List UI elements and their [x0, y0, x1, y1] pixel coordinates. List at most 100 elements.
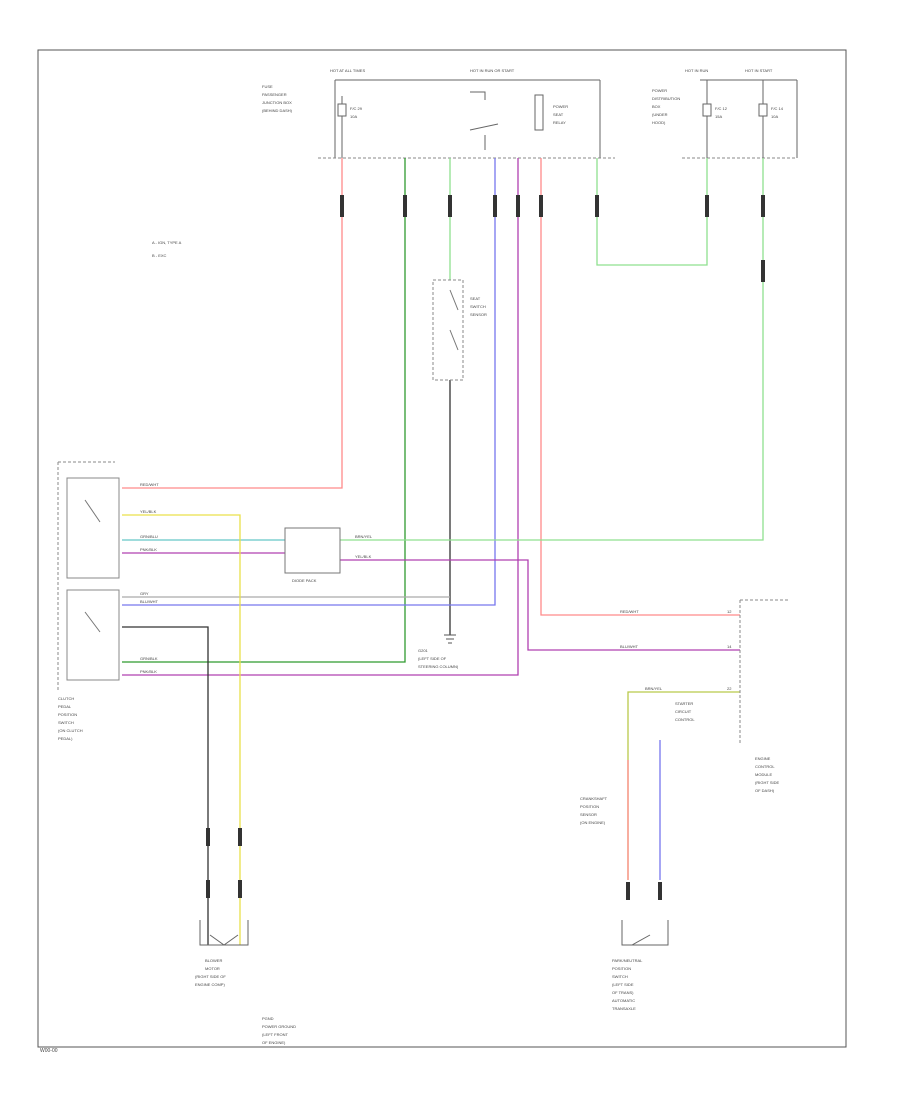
pdb-name-1: POWER [652, 88, 667, 93]
seat-switch: SEAT SWITCH SENSOR [432, 279, 487, 381]
wire-group [122, 158, 764, 945]
relay-label-1: POWER [553, 104, 568, 109]
blower-motor-body [199, 920, 249, 946]
clutch-label-5: (ON CLUTCH [58, 728, 83, 733]
connector [206, 828, 210, 846]
ecm-pin-2: 14 [727, 644, 732, 649]
clutch-label-2: PEDAL [58, 704, 72, 709]
ground-left: PGND POWER GROUND (LEFT FRONT OF ENGINE) [262, 1016, 296, 1045]
pdb-fuse-b [758, 80, 768, 158]
ground-center: G201 (LEFT SIDE OF STEERING COLUMN) [418, 634, 459, 669]
pdb-fuse-b-id: F/C 14 [771, 106, 784, 111]
wire-label: GRN/BLU [140, 534, 158, 539]
seat-switch-contacts [449, 289, 459, 351]
pdb-name-5: HOOD) [652, 120, 666, 125]
ground-left-label-4: OF ENGINE) [262, 1040, 286, 1045]
wire-labels: RED/WHT YEL/BLK GRN/BLU PNK/BLK GRY BLU/… [140, 482, 663, 691]
sensor-label-3: SENSOR [580, 812, 597, 817]
connector [761, 260, 765, 282]
pdb-name-4: (UNDER [652, 112, 668, 117]
diode-pack-body [284, 527, 341, 574]
pdb-name-2: DISTRIBUTION [652, 96, 680, 101]
diode-pack: DIODE PACK [284, 527, 341, 583]
ecm-internal-1: STARTER [675, 701, 693, 706]
wire-label: PNK/BLK [140, 547, 157, 552]
seat-switch-label-1: SEAT [470, 296, 481, 301]
diagram-frame [37, 49, 847, 1048]
relay-label-3: RELAY [553, 120, 566, 125]
pdb-fuse-b-amp: 10A [771, 114, 778, 119]
wire-label: RED/WHT [140, 482, 159, 487]
sensor-label-1: CRANKSHAFT [580, 796, 608, 801]
connector [238, 880, 242, 898]
blower-label-4: ENGINE COMP) [195, 982, 225, 987]
connector [658, 882, 662, 900]
ground-center-label-3: STEERING COLUMN) [418, 664, 459, 669]
wire-green-right [340, 158, 764, 541]
fuse-center-bus-label: HOT IN RUN OR START [470, 68, 515, 73]
neutral-label-6: AUTOMATIC [612, 998, 635, 1003]
clutch-label-6: PEDAL) [58, 736, 73, 741]
ground-left-label-2: POWER GROUND [262, 1024, 296, 1029]
legend: A - IGN, TYPE A B - EXC [152, 240, 182, 258]
wire-label: PNK/BLK [140, 669, 157, 674]
neutral-label-5: OF TRANS) [612, 990, 634, 995]
fuse-box-name-1: FUSE [262, 84, 273, 89]
ecm-label-5: OF DASH) [755, 788, 775, 793]
wire-label: BLU/WHT [140, 599, 159, 604]
fuse-box-name-4: (BEHIND DASH) [262, 108, 293, 113]
ground-symbol [444, 634, 456, 644]
neutral-label-1: PARK/NEUTRAL [612, 958, 643, 963]
ecm-label-3: MODULE [755, 772, 772, 777]
power-distribution-box: HOT IN RUN HOT IN START POWER DISTRIBUTI… [652, 68, 798, 159]
engine-control-module: 12 14 22 ENGINE CONTROL MODULE (RIGHT SI… [675, 599, 790, 793]
wire-magenta [122, 158, 519, 676]
connectors [206, 195, 765, 900]
wire-red-2 [540, 158, 740, 616]
ecm-label-4: (RIGHT SIDE [755, 780, 779, 785]
neutral-switch-contact [631, 934, 651, 946]
seat-switch-label-3: SENSOR [470, 312, 487, 317]
fuse-box-name-3: JUNCTION BOX [262, 100, 292, 105]
connector [539, 195, 543, 217]
ecm-pin-3: 22 [727, 686, 732, 691]
fuse-relay-box: HOT AT ALL TIMES HOT IN RUN OR START FUS… [262, 68, 615, 159]
seat-switch-label-2: SWITCH [470, 304, 486, 309]
ground-left-label-3: (LEFT FRONT [262, 1032, 288, 1037]
ecm-label-1: ENGINE [755, 756, 771, 761]
legend-line-2: B - EXC [152, 253, 167, 258]
connector [516, 195, 520, 217]
connector [626, 882, 630, 900]
relay-switch [469, 91, 499, 150]
ecm-internal-3: CONTROL [675, 717, 695, 722]
ground-left-label-1: PGND [262, 1016, 274, 1021]
clutch-switch-contacts [84, 499, 101, 633]
ground-center-label-2: (LEFT SIDE OF [418, 656, 447, 661]
pdb-fuse-a-id: F/C 12 [715, 106, 728, 111]
fuse-symbol-left [337, 96, 347, 158]
sensor-label-4: (ON ENGINE) [580, 820, 606, 825]
clutch-switch-lower [66, 589, 120, 681]
fuse-left-bus-label: HOT AT ALL TIMES [330, 68, 365, 73]
wire-label: BRN/YEL [645, 686, 663, 691]
wire-magenta-3 [340, 559, 740, 651]
wire-yellow [122, 514, 241, 945]
wire-blue [122, 158, 496, 606]
connector [761, 195, 765, 217]
pdb-bus-left-label: HOT IN RUN [685, 68, 708, 73]
seat-switch-outline [432, 279, 464, 381]
legend-line-1: A - IGN, TYPE A [152, 240, 182, 245]
diode-pack-label: DIODE PACK [292, 578, 317, 583]
clutch-label-3: POSITION [58, 712, 77, 717]
ground-center-label-1: G201 [418, 648, 429, 653]
wire-label: GRY [140, 591, 149, 596]
neutral-label-2: POSITION [612, 966, 631, 971]
connector [238, 828, 242, 846]
clutch-label-1: CLUTCH [58, 696, 74, 701]
wire-label: GRN/BLK [140, 656, 158, 661]
wire-label: YEL/BLK [140, 509, 157, 514]
wire-label: BRN/YEL [355, 534, 373, 539]
relay-coil [534, 94, 544, 131]
pdb-name-3: BOX [652, 104, 661, 109]
